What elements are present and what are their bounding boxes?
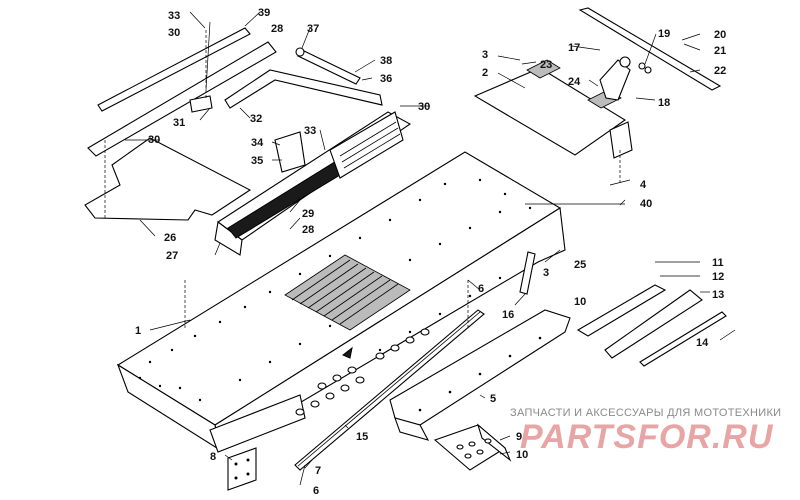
callout-20: 20 — [714, 29, 726, 41]
callout-40: 40 — [640, 198, 652, 210]
callout-21: 21 — [714, 45, 726, 57]
side-rail-bracket — [389, 309, 571, 441]
callout-14: 14 — [696, 337, 709, 349]
callout-31: 31 — [173, 117, 185, 129]
callout-30-left: 30 — [148, 134, 160, 146]
callout-2: 2 — [482, 67, 488, 79]
callout-39: 39 — [258, 7, 270, 19]
callout-1: 1 — [135, 325, 141, 337]
watermark-caption: ЗАПЧАСТИ И АКСЕССУАРЫ ДЛЯ МОТОТЕХНИКИ — [510, 407, 781, 419]
callout-33-top: 33 — [168, 10, 180, 22]
callout-38: 38 — [380, 55, 392, 67]
callout-6-bottom: 6 — [313, 485, 319, 497]
foot-plate — [433, 423, 512, 471]
callout-33-mid: 33 — [304, 125, 316, 137]
tunnel-rivets — [138, 178, 532, 402]
callout-3-mid: 3 — [543, 267, 549, 279]
callout-30-right: 30 — [418, 101, 430, 113]
callout-17: 17 — [568, 42, 580, 54]
callout-10-mid: 10 — [574, 296, 586, 308]
rear-snowflap-panel — [473, 67, 633, 159]
callout-34: 34 — [251, 137, 264, 149]
rear-console — [214, 111, 412, 256]
callout-35: 35 — [251, 155, 263, 167]
callout-30-top: 30 — [168, 27, 180, 39]
side-wall-holes — [295, 328, 430, 416]
side-plate — [227, 447, 257, 491]
callout-25: 25 — [574, 259, 586, 271]
callout-7: 7 — [315, 465, 321, 477]
callout-36: 36 — [380, 73, 392, 85]
callout-27: 27 — [166, 250, 178, 262]
hitch-latch — [599, 56, 652, 101]
callout-22: 22 — [714, 65, 726, 77]
callout-13: 13 — [712, 289, 724, 301]
callout-6-top: 6 — [478, 283, 484, 295]
watermark-logo: PARTSFOR.RU — [520, 418, 774, 456]
callout-28-bottom: 28 — [302, 224, 314, 236]
callout-23: 23 — [540, 59, 552, 71]
callout-18: 18 — [658, 97, 670, 109]
callout-9: 9 — [516, 431, 522, 443]
callout-24: 24 — [568, 76, 581, 88]
callout-16: 16 — [502, 309, 514, 321]
callout-4: 4 — [640, 179, 647, 191]
callout-37: 37 — [307, 23, 319, 35]
heat-exchanger-louvers — [284, 254, 411, 331]
callout-12: 12 — [712, 271, 724, 283]
side-rails-right — [576, 284, 727, 367]
tunnel-assembly — [116, 151, 566, 453]
callout-3-top: 3 — [482, 49, 488, 61]
callout-32: 32 — [250, 113, 262, 125]
callout-10-bottom: 10 — [516, 449, 528, 461]
grab-bar — [295, 47, 361, 85]
leader-lines — [104, 11, 736, 486]
running-board-strip — [294, 309, 485, 471]
callout-15: 15 — [356, 431, 368, 443]
callout-19: 19 — [658, 28, 670, 40]
callout-labels: 1 2 3 3 4 5 6 6 7 8 9 10 10 11 12 13 14 … — [135, 7, 726, 497]
watermark: ЗАПЧАСТИ И АКСЕССУАРЫ ДЛЯ МОТОТЕХНИКИ PA… — [510, 407, 781, 456]
callout-28-top: 28 — [271, 23, 283, 35]
callout-5: 5 — [490, 393, 496, 405]
rear-flap — [84, 137, 252, 221]
callout-8: 8 — [210, 451, 216, 463]
callout-26: 26 — [164, 232, 176, 244]
deflector-strip — [578, 7, 722, 91]
callout-29: 29 — [302, 208, 314, 220]
bumper-bars — [87, 27, 383, 157]
callout-11: 11 — [712, 257, 724, 269]
gusset-strip — [519, 251, 536, 295]
